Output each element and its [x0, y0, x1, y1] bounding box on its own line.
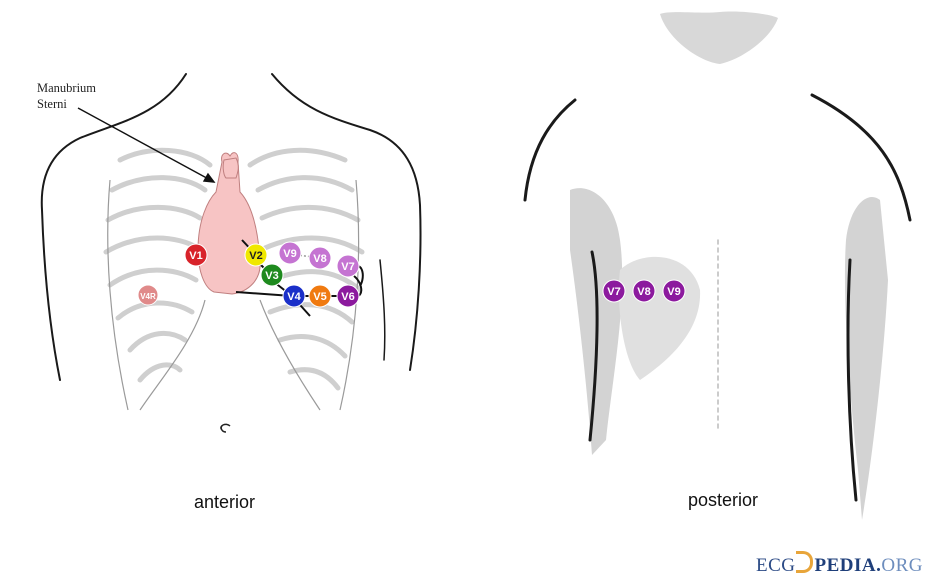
- logo-heart-arc-icon: [796, 551, 813, 573]
- anterior-electrode-label: V8: [313, 253, 326, 265]
- anterior-electrode-v4r: V4R: [138, 285, 158, 305]
- aorta-branches: [223, 158, 238, 178]
- anterior-electrode-label: V4: [287, 291, 301, 303]
- annotation-line-2: Sterni: [37, 96, 96, 112]
- anterior-electrode-label: V6: [341, 291, 354, 303]
- anterior-electrode-label: V1: [189, 250, 202, 262]
- manubrium-sterni-label: Manubrium Sterni: [37, 80, 96, 112]
- posterior-electrode-v8: V8: [633, 280, 655, 302]
- center-shading: [619, 257, 700, 380]
- anterior-electrode-label: V3: [265, 270, 278, 282]
- anterior-electrode-v7: V7: [337, 255, 359, 277]
- anterior-electrode-label: V5: [313, 291, 326, 303]
- neck-shading: [660, 11, 778, 64]
- anterior-electrode-v9: V9: [279, 242, 301, 264]
- posterior-electrode-label: V9: [667, 286, 680, 298]
- back-shading-right: [845, 197, 888, 520]
- navel: [221, 424, 230, 432]
- posterior-caption: posterior: [688, 490, 758, 511]
- anterior-electrode-label: V9: [283, 248, 296, 260]
- anterior-electrode-v8: V8: [309, 247, 331, 269]
- right-shoulder-outline: [272, 74, 421, 370]
- annotation-line-1: Manubrium: [37, 80, 96, 96]
- posterior-electrode-v7: V7: [603, 280, 625, 302]
- anterior-electrode-v1: V1: [185, 244, 207, 266]
- anterior-electrode-label: V4R: [140, 292, 156, 301]
- anterior-electrode-v3: V3: [261, 264, 283, 286]
- anterior-electrode-label: V7: [341, 261, 354, 273]
- anterior-electrode-v5: V5: [309, 285, 331, 307]
- manubrium-arrow: [78, 108, 214, 182]
- posterior-electrode-v9: V9: [663, 280, 685, 302]
- back-right-outline: [812, 95, 910, 220]
- anterior-caption: anterior: [194, 492, 255, 513]
- right-flank-outline: [380, 260, 385, 360]
- posterior-electrode-label: V8: [637, 286, 650, 298]
- posterior-torso: [525, 11, 910, 520]
- anterior-electrode-v2: V2: [245, 244, 267, 266]
- back-left-outline: [525, 100, 575, 200]
- posterior-electrode-label: V7: [607, 286, 620, 298]
- anterior-electrode-v4: V4: [283, 285, 305, 307]
- anterior-electrode-v6: V6: [337, 285, 359, 307]
- posterior-electrodes: V7 V8 V9: [603, 280, 685, 302]
- anterior-electrode-label: V2: [249, 250, 262, 262]
